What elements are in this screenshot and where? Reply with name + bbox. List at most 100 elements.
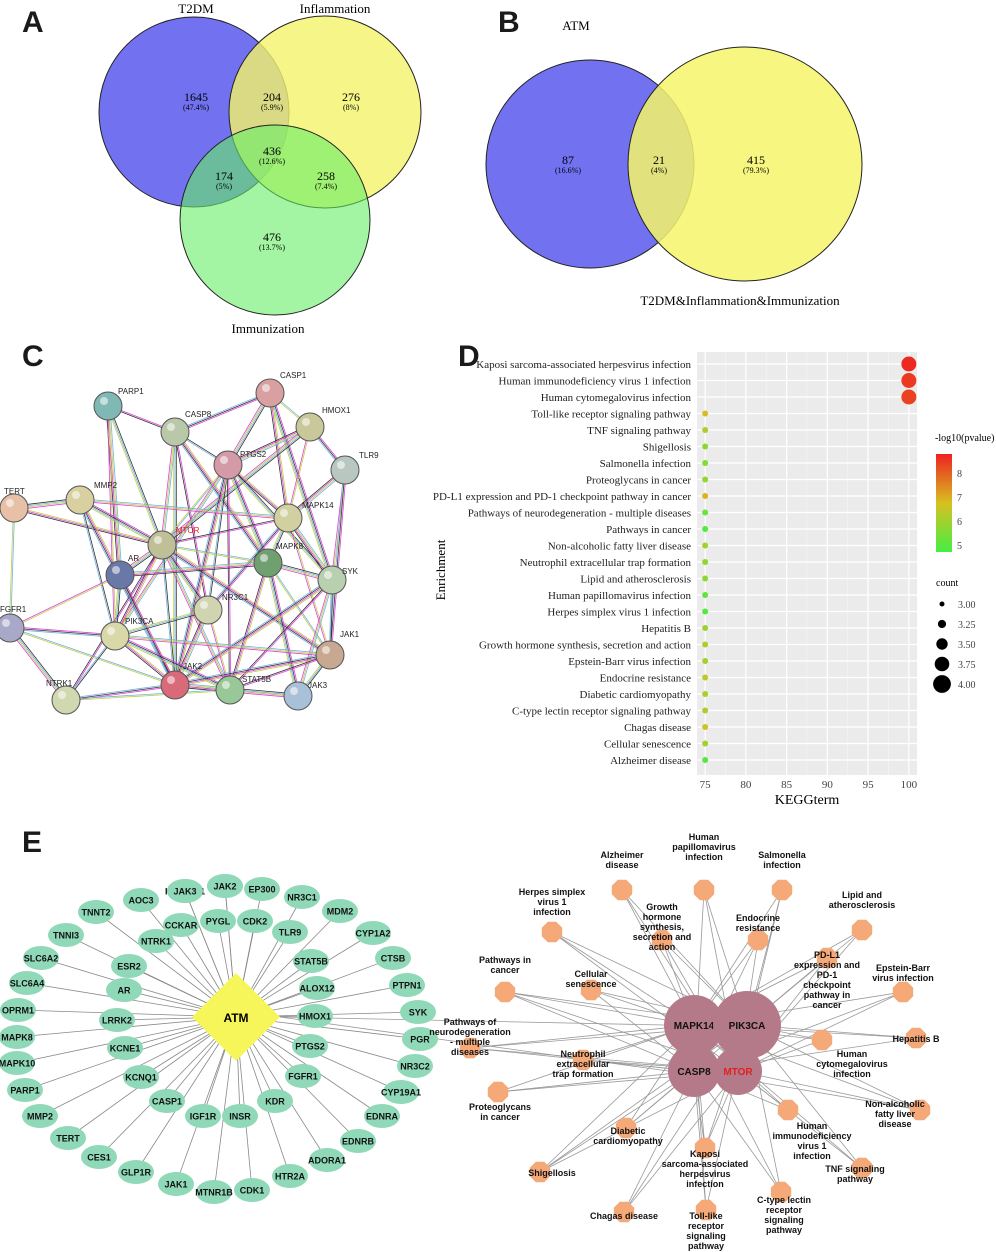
target-node-igf1r[interactable]: IGF1R — [185, 1104, 221, 1128]
target-node-tnnt2[interactable]: TNNT2 — [78, 900, 114, 924]
target-node-ednrb[interactable]: EDNRB — [340, 1129, 376, 1153]
target-node-lrrk2[interactable]: LRRK2 — [99, 1008, 135, 1032]
target-node-ctsb[interactable]: CTSB — [375, 946, 411, 970]
target-node-nr3c1[interactable]: NR3C1 — [284, 885, 320, 909]
ppi-node-mtor[interactable]: MTOR — [147, 526, 200, 560]
ppi-node-nr3c1[interactable]: NR3C1 — [193, 593, 249, 625]
target-node-ednra[interactable]: EDNRA — [364, 1104, 400, 1128]
target-node-alox12[interactable]: ALOX12 — [299, 976, 335, 1000]
ppi-node-parp1[interactable]: PARP1 — [93, 387, 144, 421]
target-node-tert[interactable]: TERT — [50, 1126, 86, 1150]
target-node-parp1[interactable]: PARP1 — [7, 1078, 43, 1102]
target-node-aoc3[interactable]: AOC3 — [123, 888, 159, 912]
target-node-jak1[interactable]: JAK1 — [158, 1172, 194, 1196]
target-node-slc6a4[interactable]: SLC6A4 — [9, 971, 45, 995]
target-node-casp1[interactable]: CASP1 — [149, 1089, 185, 1113]
ppi-node-casp1[interactable]: CASP1 — [255, 371, 307, 408]
target-node-ep300[interactable]: EP300 — [244, 877, 280, 901]
ppi-node-mapk14[interactable]: MAPK14 — [273, 501, 334, 533]
target-node-hmox1[interactable]: HMOX1 — [297, 1004, 333, 1028]
target-node-mmp2[interactable]: MMP2 — [22, 1104, 58, 1128]
target-node-cyp19a1[interactable]: CYP19A1 — [381, 1080, 421, 1104]
target-node-htr2a[interactable]: HTR2A — [272, 1164, 308, 1188]
ppi-node-fgfr1[interactable]: FGFR1 — [0, 605, 27, 643]
pathway-node[interactable]: Chagas disease — [590, 1201, 658, 1223]
target-node-jak2[interactable]: JAK2 — [207, 874, 243, 898]
target-node-jak3[interactable]: JAK3 — [167, 879, 203, 903]
target-node-esr2[interactable]: ESR2 — [111, 954, 147, 978]
ppi-node-ntrk1[interactable]: NTRK1 — [46, 679, 81, 715]
ppi-node-pik3ca[interactable]: PIK3CA — [100, 617, 154, 651]
ppi-node-tert[interactable]: TERT — [0, 487, 29, 523]
ppi-node-mmp2[interactable]: MMP2 — [65, 481, 118, 515]
hub-node-mapk14[interactable]: MAPK14 — [664, 995, 724, 1055]
target-node-mapk8[interactable]: MAPK8 — [0, 1025, 35, 1049]
pathway-node[interactable]: Hepatitis B — [892, 1027, 940, 1049]
ppi-node-ar[interactable]: AR — [105, 554, 139, 590]
ppi-node-syk[interactable]: SYK — [317, 565, 359, 595]
target-node-kcnq1[interactable]: KCNQ1 — [123, 1065, 159, 1089]
target-node-syk[interactable]: SYK — [400, 1000, 436, 1024]
ppi-node-tlr9[interactable]: TLR9 — [330, 451, 379, 485]
target-node-ar[interactable]: AR — [106, 978, 142, 1002]
target-node-tnni3[interactable]: TNNI3 — [48, 923, 84, 947]
target-node-oprm1[interactable]: OPRM1 — [0, 998, 36, 1022]
ppi-node-stat5b[interactable]: STAT5B — [215, 675, 271, 705]
target-node-mtnr1b[interactable]: MTNR1B — [195, 1180, 233, 1204]
pathway-node[interactable]: Shigellosis — [528, 1161, 576, 1183]
hub-node-casp8[interactable]: CASP8 — [668, 1045, 720, 1097]
target-node-fgfr1[interactable]: FGFR1 — [285, 1064, 321, 1088]
target-node-ptgs2[interactable]: PTGS2 — [292, 1034, 328, 1058]
target-node-slc6a2[interactable]: SLC6A2 — [23, 946, 59, 970]
target-node-stat5b[interactable]: STAT5B — [293, 949, 329, 973]
ppi-node-casp8[interactable]: CASP8 — [160, 410, 212, 447]
ppi-node-mapk8[interactable]: MAPK8 — [253, 542, 304, 578]
target-node-kcne1[interactable]: KCNE1 — [107, 1036, 143, 1060]
target-node-pgr[interactable]: PGR — [402, 1027, 438, 1051]
target-node-ntrk1[interactable]: NTRK1 — [138, 929, 174, 953]
target-node-adora1[interactable]: ADORA1 — [308, 1148, 346, 1172]
target-node-ces1[interactable]: CES1 — [81, 1145, 117, 1169]
target-node-cyp1a2[interactable]: CYP1A2 — [355, 921, 391, 945]
target-node-cdk2[interactable]: CDK2 — [237, 909, 273, 933]
ppi-node-hmox1[interactable]: HMOX1 — [295, 406, 351, 442]
target-node-glp1r[interactable]: GLP1R — [118, 1160, 154, 1184]
target-node-cckar[interactable]: CCKAR — [163, 913, 199, 937]
target-node-insr[interactable]: INSR — [222, 1104, 258, 1128]
target-node-kdr[interactable]: KDR — [257, 1089, 293, 1113]
target-node-tlr9[interactable]: TLR9 — [272, 920, 308, 944]
target-node-ptpn1[interactable]: PTPN1 — [389, 973, 425, 997]
target-node-pygl[interactable]: PYGL — [200, 909, 236, 933]
target-node-cdk1[interactable]: CDK1 — [234, 1178, 270, 1202]
hub-node-pik3ca[interactable]: PIK3CA — [713, 991, 781, 1059]
target-node-mapk10[interactable]: MAPK10 — [0, 1051, 35, 1075]
ppi-node-jak3[interactable]: JAK3 — [283, 681, 328, 711]
hub-node-mtor[interactable]: MTOR — [714, 1047, 762, 1095]
ppi-node-jak1[interactable]: JAK1 — [315, 630, 360, 670]
target-node-nr3c2[interactable]: NR3C2 — [397, 1054, 433, 1078]
ppi-node-jak2[interactable]: JAK2 — [160, 662, 203, 700]
target-node-mdm2[interactable]: MDM2 — [322, 899, 358, 923]
